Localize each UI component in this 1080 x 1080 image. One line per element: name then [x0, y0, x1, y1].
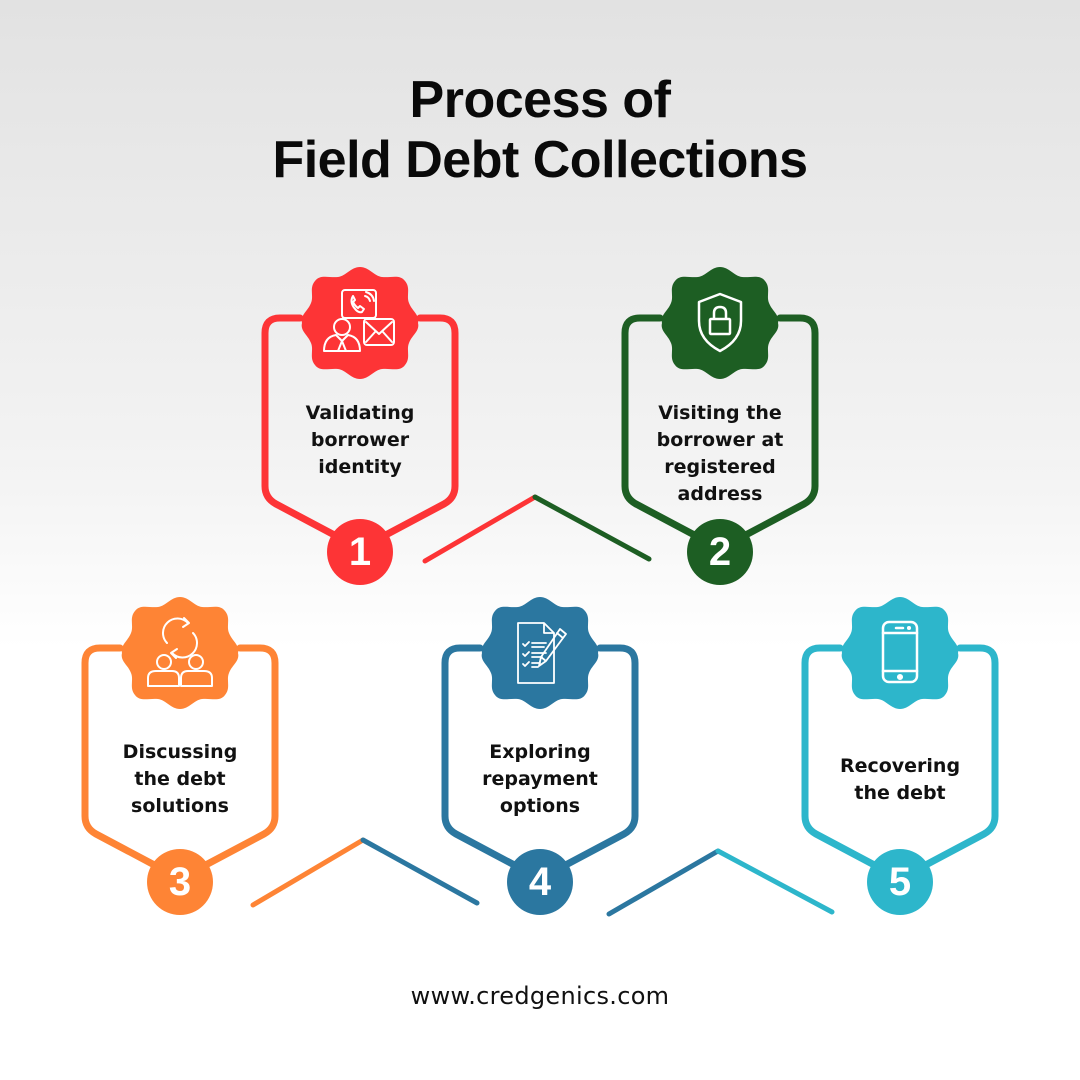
- step-number-1: 1: [327, 519, 393, 585]
- contact-phone-mail-icon: [323, 289, 395, 352]
- page-title-line-2: Field Debt Collections: [272, 131, 808, 189]
- connector-1-2: [422, 494, 652, 564]
- step-number-4: 4: [507, 849, 573, 915]
- step-card-2: [625, 267, 815, 538]
- connector-3-4: [250, 837, 480, 908]
- step-card-5: [805, 597, 995, 868]
- step-5-label: Recovering the debt: [839, 755, 961, 804]
- checklist-pen-icon: [517, 622, 567, 684]
- step-card-4: [445, 597, 635, 868]
- connector-4-5: [606, 848, 835, 917]
- step-3-label: Discussing the debt solutions: [122, 741, 238, 817]
- page-title-line-1: Process of: [409, 71, 671, 129]
- step-1-label: Validating borrower identity: [305, 402, 415, 478]
- step-4-label: Exploring repayment options: [482, 741, 598, 817]
- step-card-1: [265, 267, 455, 538]
- smartphone-icon: [881, 620, 919, 684]
- footer-website-link[interactable]: www.credgenics.com: [410, 982, 670, 1010]
- shield-lock-icon: [697, 292, 743, 353]
- people-exchange-icon: [147, 617, 213, 687]
- step-number-3: 3: [147, 849, 213, 915]
- step-number-5: 5: [867, 849, 933, 915]
- step-2-label: Visiting the borrower at registered addr…: [656, 402, 784, 505]
- step-card-3: [85, 597, 275, 868]
- step-number-2: 2: [687, 519, 753, 585]
